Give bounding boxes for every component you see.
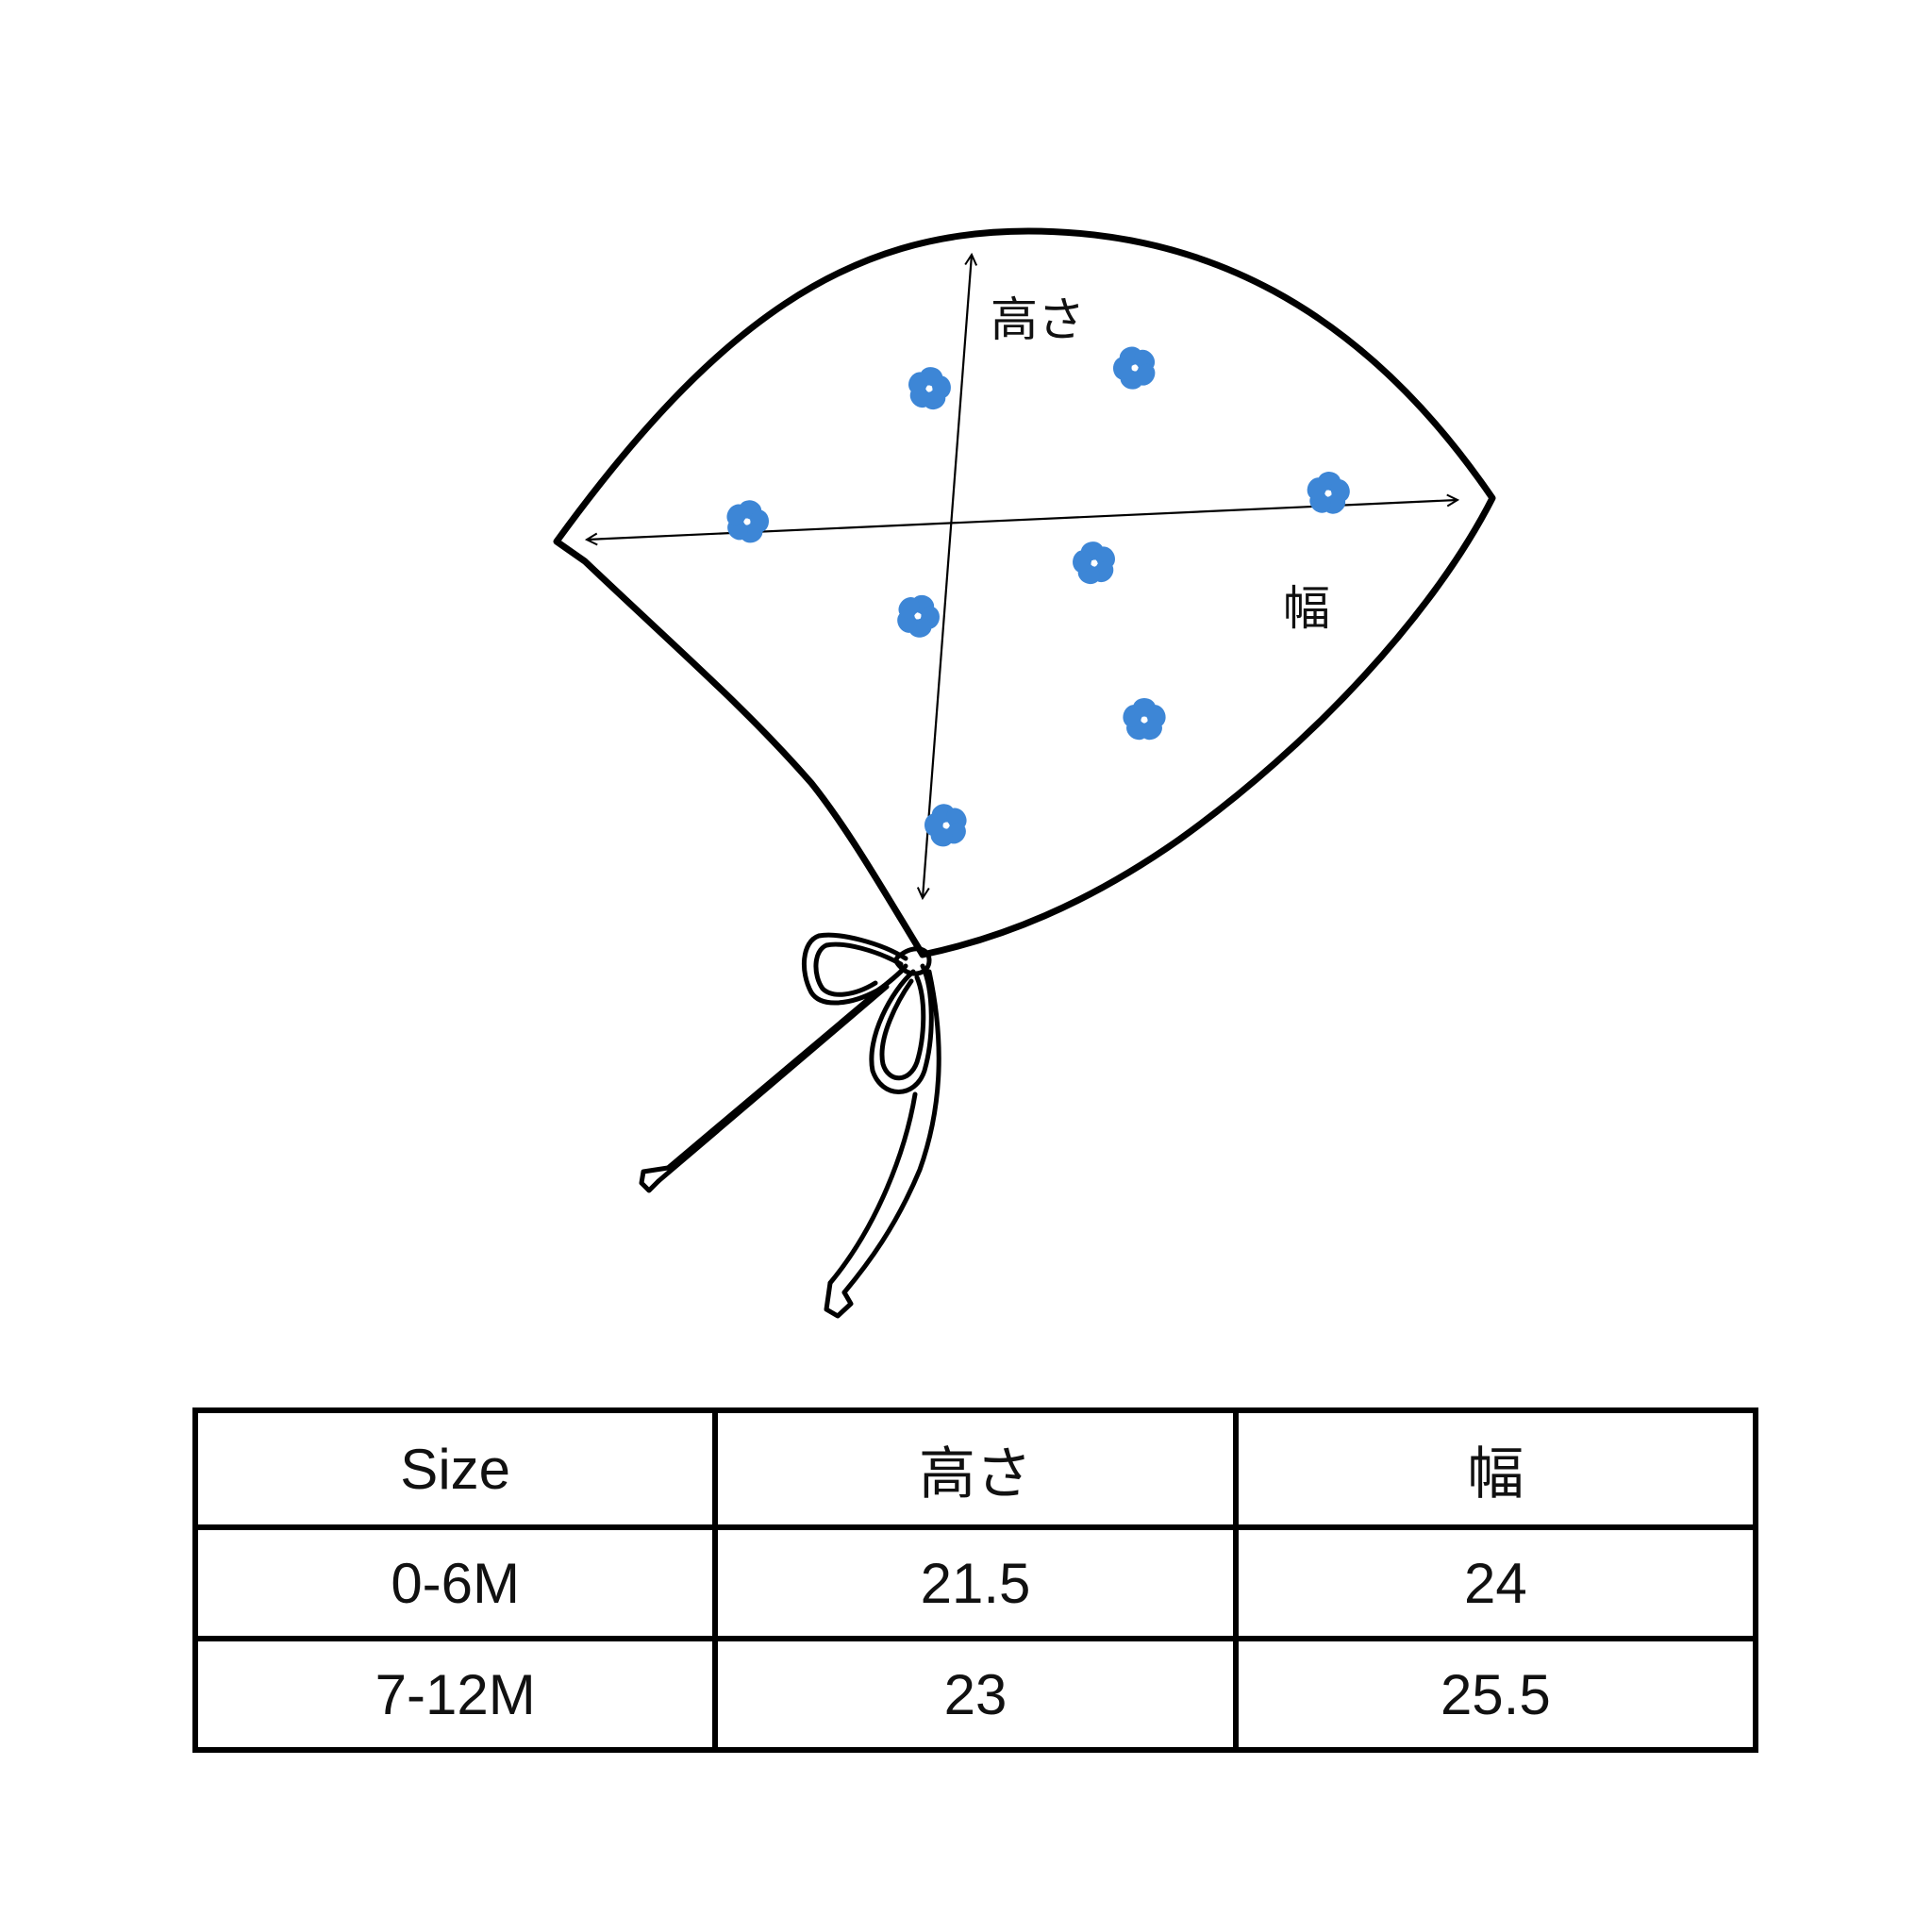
header-width: 幅 [1232,1407,1759,1530]
table-cell-size: 7-12M [192,1636,719,1753]
table-row: 7-12M 23 25.5 [192,1636,1759,1753]
table-cell-width: 25.5 [1232,1636,1759,1753]
flower-icon [1073,541,1115,585]
size-table: Size 高さ 幅 0-6M 21.5 24 7-12M 23 25.5 [192,1407,1759,1753]
table-cell-width: 24 [1232,1524,1759,1641]
header-height: 高さ [712,1407,1239,1530]
height-arrow [923,255,972,898]
bonnet-diagram: 高さ 幅 [553,227,1496,1319]
ribbon-right-tip [824,1280,854,1319]
flower-icon [908,367,951,410]
flower-icon [1112,346,1156,390]
table-cell-height: 21.5 [712,1524,1239,1641]
flower-icon [1307,472,1350,514]
flower-icon [924,804,967,847]
ribbon-right-strand [841,969,941,1295]
table-header-row: Size 高さ 幅 [192,1407,1759,1530]
header-size: Size [192,1407,719,1530]
bonnet-outline [553,227,1496,958]
ribbon-left-tip [639,1165,671,1193]
table-row: 0-6M 21.5 24 [192,1524,1759,1641]
table-cell-size: 0-6M [192,1524,719,1641]
ribbon-tie [639,932,941,1319]
ribbon-left-strand [665,969,904,1171]
flower-icon [726,500,770,543]
flower-icon [897,594,940,638]
table-cell-height: 23 [712,1636,1239,1753]
flower-pattern [726,346,1350,847]
height-label: 高さ [991,292,1085,347]
flower-icon [1123,698,1166,741]
width-label: 幅 [1283,581,1330,636]
ribbon-right-loop [869,963,934,1094]
